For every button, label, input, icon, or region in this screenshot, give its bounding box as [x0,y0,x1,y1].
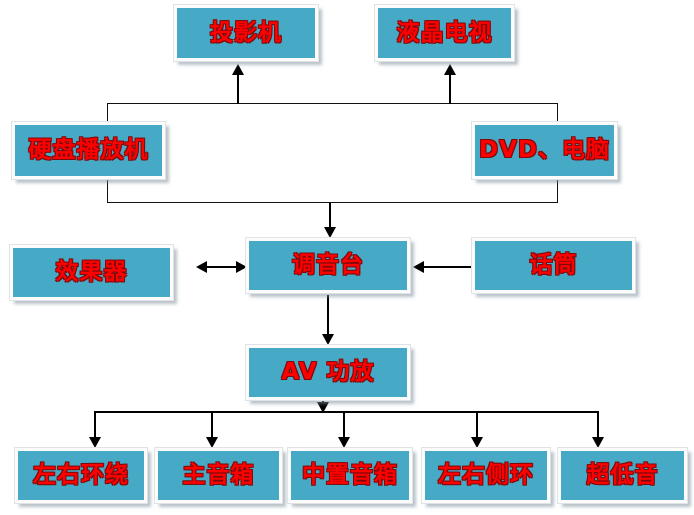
node-microphone: 话筒 [472,238,635,293]
arrowhead-up-lcd-tv-icon [444,64,456,75]
arrowhead-down-subwoofer-icon [592,437,604,448]
connector-group-to-lcd-tv [449,74,451,104]
connector-microphone-to-mixer [423,266,472,268]
arrowhead-left-effector-icon [196,261,207,273]
connector-amplifier-to-bus [322,400,324,403]
node-center-speaker: 中置音箱 [288,448,412,503]
node-center-speaker-label: 中置音箱 [302,462,398,488]
speaker-bus-line [94,411,599,413]
node-side-surround-label: 左右侧环 [438,462,534,488]
node-microphone-label: 话筒 [529,252,578,278]
node-mixer: 调音台 [246,238,410,293]
node-hdd-player: 硬盘播放机 [12,122,165,179]
connector-bus-to-main-speaker [211,413,213,438]
node-main-speaker-label: 主音箱 [182,462,255,488]
node-effector-label: 效果器 [55,259,128,285]
node-av-amplifier-label: AV 功放 [281,359,375,385]
arrowhead-up-projector-icon [232,64,244,75]
arrowhead-right-mixer-icon [236,261,247,273]
node-surround-lr-label: 左右环绕 [33,462,129,488]
arrowhead-down-side-surround-icon [471,437,483,448]
node-mixer-label: 调音台 [292,252,364,278]
connector-group-to-projector [237,74,239,104]
node-hdd-player-label: 硬盘播放机 [28,137,149,163]
node-lcd-tv-label: 液晶电视 [396,19,493,46]
connector-bus-to-subwoofer [597,411,599,438]
node-side-surround: 左右侧环 [422,448,550,503]
connector-bus-to-side-surround [476,413,478,438]
connector-effector-mixer [206,266,237,268]
node-subwoofer-label: 超低音 [586,462,659,488]
node-av-amplifier: AV 功放 [246,345,410,400]
node-main-speaker: 主音箱 [155,448,282,503]
arrowhead-down-main-speaker-icon [206,437,218,448]
arrowhead-down-amplifier-icon [322,334,334,345]
node-dvd-pc: DVD、电脑 [472,122,617,179]
connector-bus-to-surround-lr [94,411,96,438]
arrowhead-down-surround-lr-icon [89,437,101,448]
node-effector: 效果器 [10,245,173,300]
connector-mixer-to-amplifier [327,295,329,335]
node-projector: 投影机 [174,5,318,61]
arrowhead-down-center-speaker-icon [338,437,350,448]
arrowhead-left-mixer-icon [413,261,424,273]
node-projector-label: 投影机 [210,19,282,46]
connector-bus-to-center-speaker [343,413,345,438]
node-lcd-tv: 液晶电视 [375,5,514,61]
connector-group-to-mixer [329,203,331,228]
arrowhead-down-mixer-icon [324,227,336,238]
node-surround-lr: 左右环绕 [15,448,147,503]
node-subwoofer: 超低音 [558,448,687,503]
node-dvd-pc-label: DVD、电脑 [479,137,610,163]
arrowhead-down-bus-icon [317,402,329,413]
